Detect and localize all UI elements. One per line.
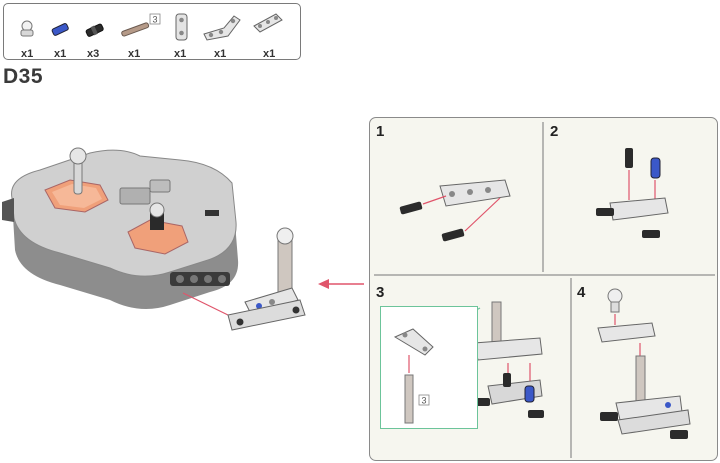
arrow-icon (318, 279, 364, 289)
callout-illustration: 3 (393, 328, 434, 424)
part-qty: x1 (263, 48, 276, 60)
callout-axle-label: 3 (421, 396, 426, 406)
sub-assembly-icon (182, 227, 306, 331)
parts-list-box: 3 x1 x1 x3 x1 x1 x1 x1 (3, 3, 301, 60)
step1-illustration (399, 179, 511, 242)
substep-number: 1 (376, 123, 385, 140)
main-assembly-illustration (2, 147, 306, 331)
step2-illustration (596, 148, 669, 238)
substep-number: 4 (577, 284, 586, 301)
part-qty: x1 (21, 48, 34, 60)
part-qty: x1 (128, 48, 141, 60)
axle-size-label: 3 (152, 15, 157, 25)
part-qty: x1 (54, 48, 67, 60)
thin-liftarm-icon (253, 13, 283, 33)
step3-illustration (461, 301, 544, 418)
thick-bent-liftarm-icon (203, 15, 241, 41)
part-qty: x3 (87, 48, 100, 60)
substeps-illustrations (374, 122, 715, 458)
axle-3-icon: 3 (121, 13, 161, 37)
double-bent-connector-icon (175, 13, 188, 41)
blue-axle-pin-icon (51, 23, 69, 36)
ball-joint-icon (20, 20, 34, 37)
step4-illustration (597, 288, 691, 439)
black-friction-pin-icon (85, 23, 104, 37)
substep-number: 3 (376, 284, 385, 301)
step-id: D35 (3, 65, 44, 88)
parts-list-icons: 3 (20, 13, 283, 41)
substep-number: 2 (550, 123, 559, 140)
step3-callout: 3 (380, 306, 478, 429)
part-qty: x1 (174, 48, 187, 60)
part-qty: x1 (214, 48, 227, 60)
controller-icon (2, 147, 239, 309)
